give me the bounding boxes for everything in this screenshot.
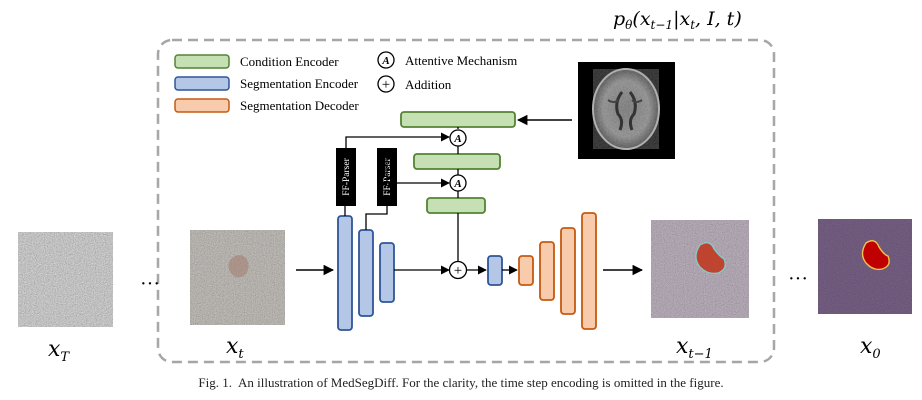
ellipsis-left: ··· <box>140 273 160 295</box>
legend: Condition Encoder Segmentation Encoder S… <box>174 51 517 113</box>
model-dashed-border <box>156 38 776 364</box>
x-t-image <box>190 230 285 325</box>
attention-node-2-symbol: A <box>453 178 461 190</box>
ff-parser-2-label: FF-Parser <box>383 157 393 195</box>
seg-encoder-block-2 <box>358 229 374 317</box>
seg-decoder-block-3 <box>560 227 576 315</box>
condition-encoder-block-3 <box>426 197 486 214</box>
caption-text: An illustration of MedSegDiff. For the c… <box>237 375 724 390</box>
seg-encoder-bottleneck <box>487 255 503 286</box>
ff-parser-1-label: FF-Parser <box>342 157 352 195</box>
conn-ffp1-attn1 <box>345 132 450 148</box>
seg-decoder-block-2 <box>539 241 555 301</box>
ff-parser-1: FF-Parser <box>336 148 356 206</box>
legend-encoder-label: Segmentation Encoder <box>240 76 359 91</box>
seg-decoder-block-4 <box>581 212 597 330</box>
legend-addition-label: Addition <box>405 77 452 92</box>
x-0-image <box>818 219 912 314</box>
condition-encoder-block-2 <box>413 153 501 170</box>
conn-ffp2-attn2 <box>386 148 450 188</box>
condition-encoder-block-1 <box>400 111 516 128</box>
attention-node-1-symbol: A <box>453 133 461 145</box>
legend-attentive-label: Attentive Mechanism <box>405 53 517 68</box>
caption-figure-number: Fig. 1. <box>198 375 232 390</box>
legend-encoder-swatch <box>174 76 230 91</box>
brain-mri-image <box>578 62 675 159</box>
legend-addition-icon <box>377 75 395 93</box>
legend-attentive-symbol: A <box>381 55 389 67</box>
x-t-minus-1-image <box>651 220 749 318</box>
legend-condition-swatch <box>174 54 230 69</box>
legend-decoder-swatch <box>174 98 230 113</box>
conn-enc2-ffp2 <box>365 206 388 230</box>
x-T-label: xT <box>48 337 70 365</box>
addition-node-symbol: + <box>454 263 462 279</box>
ellipsis-right: ··· <box>788 268 808 290</box>
seg-encoder-block-3 <box>379 242 395 303</box>
legend-attentive-icon <box>377 51 395 69</box>
legend-addition-symbol: + <box>382 77 390 93</box>
legend-decoder-label: Segmentation Decoder <box>240 98 359 113</box>
seg-decoder-block-1 <box>518 255 534 286</box>
formula-p-theta: pθ(xt−1|xt, I, t) <box>613 8 742 32</box>
seg-encoder-block-1 <box>337 215 353 331</box>
figure-caption: Fig. 1. An illustration of MedSegDiff. Fo… <box>0 375 922 391</box>
addition-node <box>448 260 468 280</box>
x-t-label: xt <box>226 334 244 362</box>
x-T-noise-image <box>18 232 113 327</box>
x-0-label: x0 <box>860 334 881 362</box>
legend-condition-label: Condition Encoder <box>240 54 339 69</box>
x-t-minus-1-label: xt−1 <box>676 334 713 362</box>
